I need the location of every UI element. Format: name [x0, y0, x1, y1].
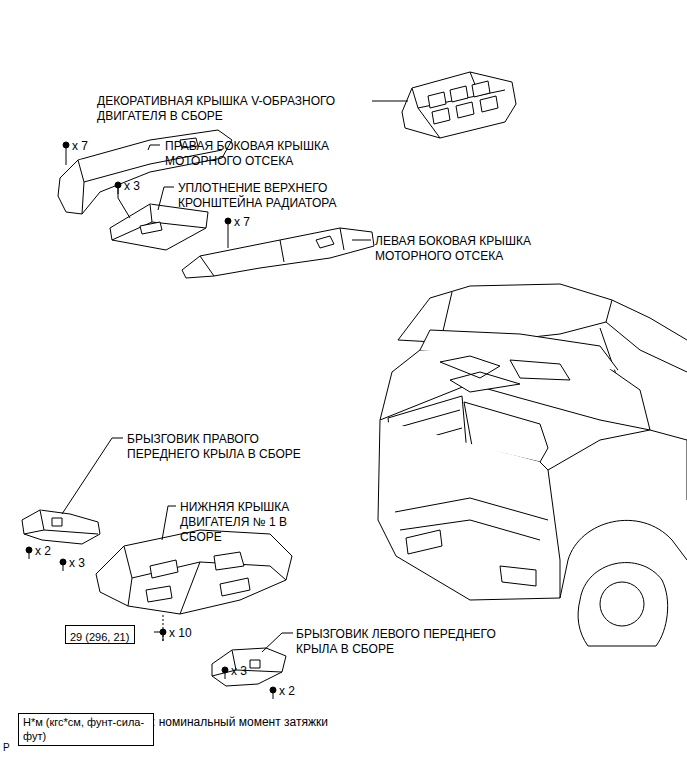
part-name: ПРАВАЯ БОКОВАЯ КРЫШКА МОТОРНОГО ОТСЕКА — [165, 139, 380, 169]
bolt-count: x 3 — [231, 664, 271, 679]
seal-drawing — [110, 204, 208, 250]
bolt-count: x 2 — [279, 684, 319, 699]
left-cover-drawing — [182, 228, 374, 278]
left-splash-drawing — [212, 648, 286, 686]
part-name: : номинальный момент затяжки — [152, 715, 372, 730]
engine-cover-drawing — [402, 72, 516, 138]
torque-legend-box: Н*м (кгс*см, фунт-сила-фут) — [18, 713, 154, 746]
part-name: НИЖНЯЯ КРЫШКА ДВИГАТЕЛЯ № 1 В СБОРЕ — [180, 500, 315, 545]
bolt-count: x 7 — [234, 215, 274, 230]
torque-box: 29 (296, 21) — [65, 625, 135, 644]
leader-lines — [62, 101, 408, 652]
bolt-symbols — [26, 142, 276, 699]
part-name: ДЕКОРАТИВНАЯ КРЫШКА V-ОБРАЗНОГО ДВИГАТЕЛ… — [97, 94, 382, 124]
bolt-count: x 3 — [69, 556, 109, 571]
vehicle-drawing — [378, 284, 687, 646]
part-name: ЛЕВАЯ БОКОВАЯ КРЫШКА МОТОРНОГО ОТСЕКА — [375, 234, 575, 264]
bolt-count: x 10 — [169, 626, 209, 641]
box-text: Н*м (кгс*см, фунт-сила-фут) — [23, 715, 149, 744]
box-text: 29 (296, 21) — [70, 630, 129, 644]
part-name: БРЫЗГОВИК ПРАВОГО ПЕРЕДНЕГО КРЫЛА В СБОР… — [127, 432, 332, 462]
part-name: УПЛОТНЕНИЕ ВЕРХНЕГО КРОНШТЕЙНА РАДИАТОРА — [178, 181, 378, 211]
part-name: БРЫЗГОВИК ЛЕВОГО ПЕРЕДНЕГО КРЫЛА В СБОРЕ — [296, 627, 496, 657]
right-splash-drawing — [22, 510, 100, 544]
bolt-count: x 7 — [72, 139, 112, 154]
bolt-count: x 3 — [124, 179, 164, 194]
